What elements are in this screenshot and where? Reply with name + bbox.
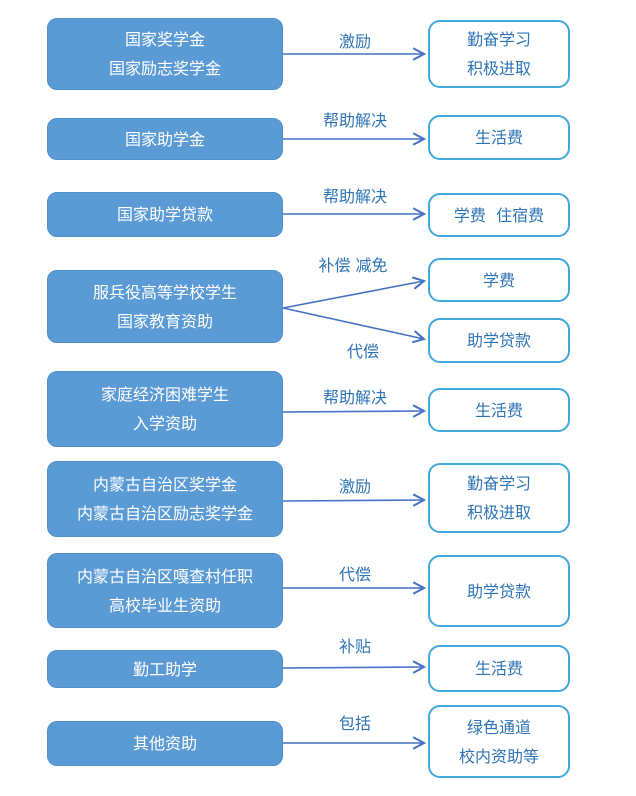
source-box-national-student-loan: 国家助学贷款 [47,192,283,237]
relation-label-row8: 补贴 [338,637,371,656]
target-line: 学费 [482,270,515,290]
source-box-work-study: 勤工助学 [47,650,283,688]
target-box-row4-upper: 学费 [428,258,570,302]
relation-label-row6: 激励 [338,477,371,496]
source-box-military-service-aid: 服兵役高等学校学生 国家教育资助 [47,270,283,343]
target-line: 助学贷款 [466,581,531,601]
target-line: 积极进取 [466,503,531,522]
relation-label-row7: 代偿 [338,565,371,584]
target-line: 积极进取 [466,59,531,78]
source-line: 国家奖学金 [124,30,205,49]
source-line: 家庭经济困难学生 [100,385,229,404]
target-box-row7: 助学贷款 [428,555,570,627]
target-box-row3: 学费 住宿费 [428,193,570,237]
relation-label-row4-upper: 补偿 减免 [318,256,388,275]
source-box-inner-mongolia-scholarship: 内蒙古自治区奖学金 内蒙古自治区励志奖学金 [47,461,283,537]
source-line: 其他资助 [132,734,197,753]
target-line: 校内资助等 [458,746,539,766]
source-box-national-grant: 国家助学金 [47,118,283,160]
source-box-gacha-village-graduate-aid: 内蒙古自治区嘎查村任职 高校毕业生资助 [47,553,283,628]
target-line: 绿色通道 [466,717,531,737]
relation-label-row3: 帮助解决 [322,187,387,206]
source-line: 内蒙古自治区嘎查村任职 [76,566,253,586]
relation-label-row4-lower: 代偿 [346,342,379,361]
target-box-row2: 生活费 [428,115,570,160]
source-line: 国家助学贷款 [116,205,213,224]
target-box-row6: 勤奋学习 积极进取 [428,463,570,533]
arrow-row4-upper [282,276,427,309]
target-box-row1: 勤奋学习 积极进取 [428,20,570,88]
source-line: 内蒙古自治区励志奖学金 [76,504,253,523]
source-line: 勤工助学 [132,659,197,679]
target-line: 勤奋学习 [466,30,531,49]
source-line: 国家教育资助 [116,311,213,331]
target-line: 生活费 [474,400,523,420]
source-line: 内蒙古自治区奖学金 [92,475,237,494]
target-line: 勤奋学习 [466,474,531,493]
source-line: 入学资助 [132,414,197,433]
arrow-row5 [282,404,427,418]
relation-label-row2: 帮助解决 [322,111,387,130]
relation-label-row5: 帮助解决 [322,388,387,407]
target-line: 生活费 [474,659,523,678]
target-box-row4-lower: 助学贷款 [428,318,570,363]
relation-label-row9: 包括 [338,714,371,733]
source-line: 国家励志奖学金 [108,59,221,78]
arrow-row4-lower [282,307,427,344]
target-line: 学费 住宿费 [453,205,545,225]
target-line: 生活费 [474,128,523,147]
relation-label-row1: 激励 [338,32,371,51]
target-box-row8: 生活费 [428,645,570,692]
source-line: 国家助学金 [124,129,205,149]
target-box-row5: 生活费 [428,388,570,432]
source-line: 高校毕业生资助 [108,595,221,615]
source-box-enrollment-aid: 家庭经济困难学生 入学资助 [47,371,283,447]
target-line: 助学贷款 [466,331,531,350]
source-line: 服兵役高等学校学生 [92,282,237,302]
arrow-row8 [282,660,427,674]
target-box-row9: 绿色通道 校内资助等 [428,705,570,778]
source-box-national-scholarship: 国家奖学金 国家励志奖学金 [47,18,283,90]
arrow-row6 [282,493,427,507]
source-box-other-aid: 其他资助 [47,721,283,766]
